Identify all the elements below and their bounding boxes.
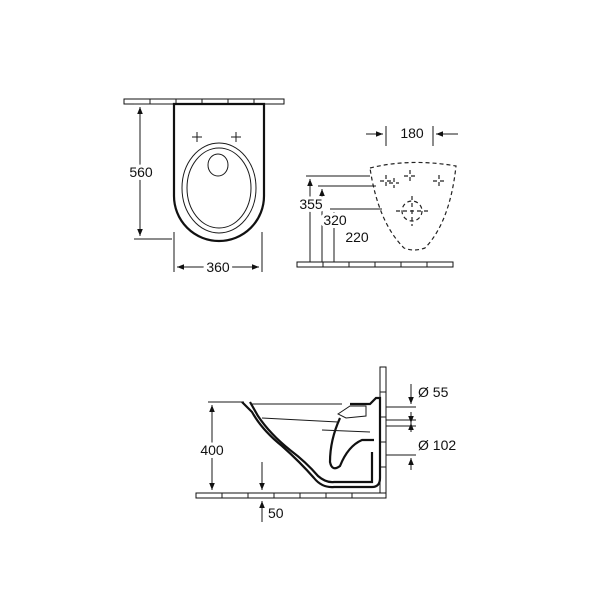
front-width-label: 360 <box>206 259 230 275</box>
side-spacing-label: 180 <box>400 125 424 141</box>
trap-siphon <box>328 417 374 470</box>
section-view: 400 50 Ø 55 Ø 102 <box>195 366 456 522</box>
bowl-outline <box>172 102 266 243</box>
front-height-label: 560 <box>129 164 153 180</box>
dimension-180: 180 <box>366 125 458 146</box>
flush-outlet <box>207 153 229 177</box>
rear-outline-dashed <box>369 161 457 251</box>
side-height-320-label: 320 <box>323 212 347 228</box>
rear-mounting-crosses <box>380 170 445 226</box>
dimension-outlet: Ø 102 <box>386 412 456 470</box>
section-inlet-label: Ø 55 <box>418 384 449 400</box>
mounting-cross-left <box>192 132 202 142</box>
front-view: 560 360 <box>123 98 285 278</box>
bowl-section-inner <box>249 401 374 484</box>
section-outlet-label: Ø 102 <box>418 437 456 453</box>
dimension-360: 360 <box>173 232 263 278</box>
dimension-50: 50 <box>259 462 284 522</box>
side-height-220-label: 220 <box>345 229 369 245</box>
section-offset-label: 50 <box>268 505 284 521</box>
water-line <box>261 417 339 423</box>
mounting-cross-right <box>231 132 241 142</box>
floor-hatch-section <box>195 492 387 499</box>
dimension-inlet: Ø 55 <box>386 384 449 432</box>
dimension-560: 560 <box>126 103 172 240</box>
bowl-rim-outer <box>181 142 257 234</box>
section-height-label: 400 <box>200 442 224 458</box>
inlet-spud <box>337 405 367 419</box>
floor-hatch-side <box>296 261 454 268</box>
bowl-section-outer <box>241 396 382 489</box>
side-view: 180 355 320 220 <box>296 125 458 268</box>
side-height-355-label: 355 <box>299 196 323 212</box>
bowl-rim-inner <box>186 147 252 229</box>
dimension-400: 400 <box>197 401 244 490</box>
dimension-heights: 355 320 220 <box>296 175 382 262</box>
